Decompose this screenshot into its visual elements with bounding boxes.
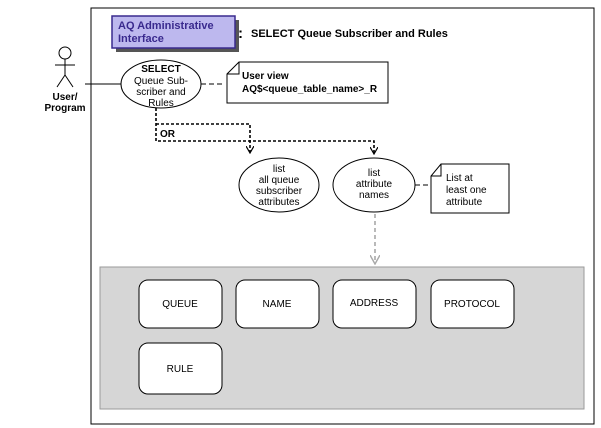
or-label: OR [160, 129, 176, 140]
attr-box-protocol [430, 279, 515, 329]
attr-label-protocol: PROTOCOL [444, 299, 500, 310]
list-all-line3: subscriber [256, 186, 303, 197]
select-node-line1: SELECT [141, 64, 180, 75]
list-attr-line3: names [359, 190, 389, 201]
page-title: SELECT Queue Subscriber and Rules [251, 28, 448, 40]
or-branch-left [156, 123, 250, 152]
attr-label-name: NAME [263, 299, 292, 310]
list-all-node [238, 157, 320, 213]
user-view-note-fold [227, 62, 240, 75]
list-note-fold [431, 164, 442, 177]
user-program-actor-icon [55, 46, 75, 88]
list-note-line3: attribute [446, 197, 483, 208]
interface-badge [111, 15, 236, 49]
list-all-line4: attributes [258, 197, 299, 208]
attr-label-rule: RULE [167, 364, 194, 375]
title-separator: : [238, 25, 243, 42]
actor-label-line1: User/ [52, 92, 77, 103]
attr-box-address [332, 279, 417, 329]
list-note-body [430, 163, 510, 214]
list-note-line1: List at [446, 173, 473, 184]
attr-label-queue: QUEUE [162, 299, 198, 310]
badge-line2: Interface [118, 33, 164, 45]
user-view-note-line1: User view [242, 71, 289, 82]
badge-line1: AQ Administrative [118, 20, 214, 32]
user-view-note-body [226, 61, 389, 104]
attr-box-rule [138, 342, 223, 395]
actor-label-line2: Program [44, 103, 85, 114]
list-all-line2: all queue [259, 175, 300, 186]
select-node-line2: Queue Sub- [134, 76, 188, 87]
attr-box-queue [138, 279, 223, 329]
select-node-line3: scriber and [136, 87, 185, 98]
select-node-line4: Rules [148, 98, 174, 109]
list-note-line2: least one [446, 185, 487, 196]
user-view-note-line2: AQ$<queue_table_name>_R [242, 84, 378, 95]
attr-label-address: ADDRESS [350, 298, 399, 309]
list-all-line1: list [273, 164, 285, 175]
list-attr-line2: attribute [356, 179, 393, 190]
list-attr-line1: list [368, 168, 380, 179]
attr-box-name [235, 279, 320, 329]
